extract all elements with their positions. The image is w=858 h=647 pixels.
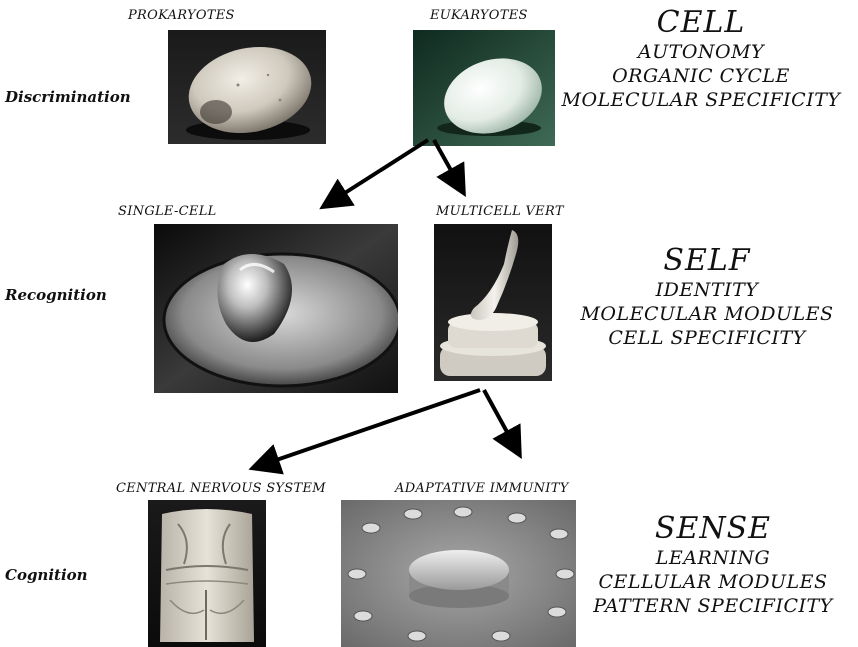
arrow-to-adaptative-immunity xyxy=(484,390,518,452)
arrow-to-central-nervous-system xyxy=(256,390,480,467)
arrow-to-single-cell xyxy=(326,140,428,205)
arrow-to-multicell-vert xyxy=(434,140,462,190)
